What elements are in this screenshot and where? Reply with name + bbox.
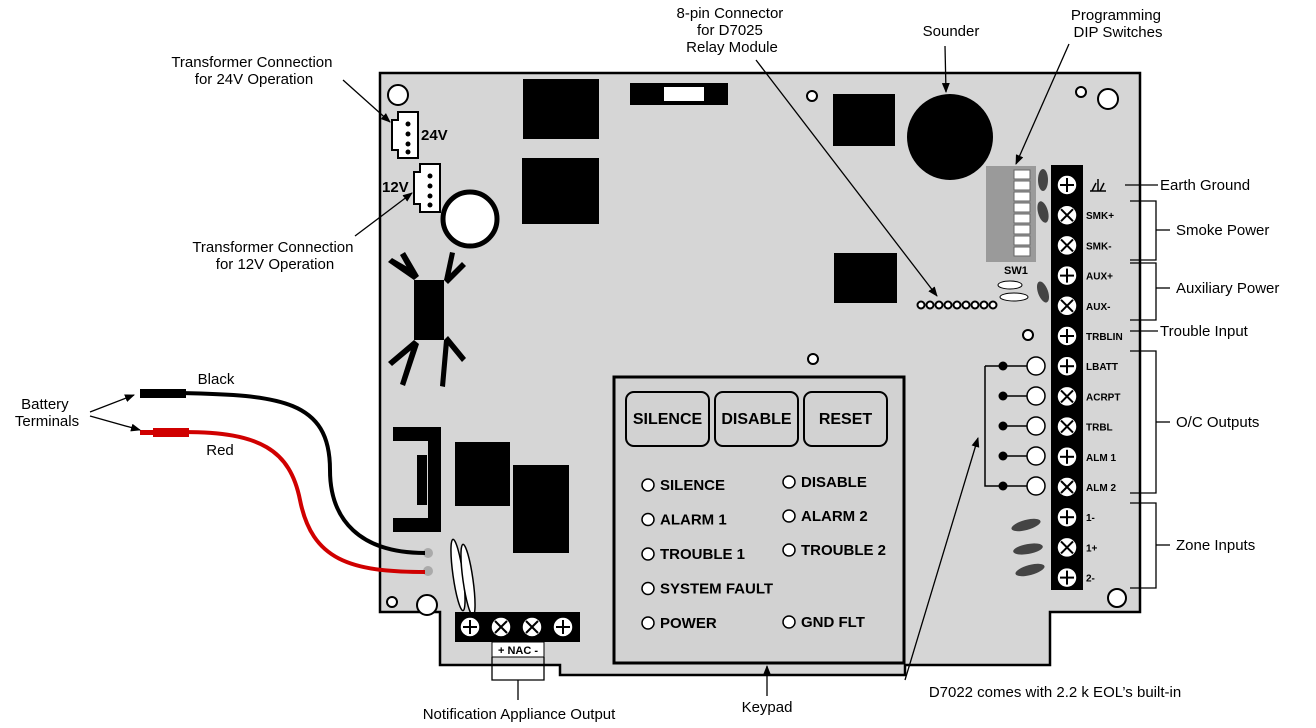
keypad-button-label: SILENCE <box>633 411 703 428</box>
terminal-label: LBATT <box>1086 362 1118 373</box>
label-12v: 12V <box>382 179 409 196</box>
callout-keypad: Keypad <box>742 699 793 716</box>
battery-clip-red <box>140 428 189 437</box>
terminal-aux-: AUX+ <box>1056 264 1113 287</box>
terminal-alm-2: ALM 2 <box>1056 476 1116 498</box>
nac-screw <box>521 616 543 638</box>
mounting-holes <box>386 84 1127 616</box>
terminal-trbl: TRBL <box>1056 415 1113 438</box>
led-alarm-1: ALARM 1 <box>641 512 727 529</box>
led-gnd-flt: GND FLT <box>782 614 865 631</box>
led-label: GND FLT <box>801 614 865 631</box>
led-alarm-2: ALARM 2 <box>782 508 868 525</box>
terminal-1-: 1+ <box>1056 536 1098 559</box>
terminal-label: AUX- <box>1086 302 1110 313</box>
terminal-acrpt: ACRPT <box>1056 385 1120 408</box>
nac-terminal-block <box>455 612 580 658</box>
terminal-alm-1: ALM 1 <box>1056 446 1116 468</box>
keypad-button-reset[interactable]: RESET <box>803 391 888 447</box>
capacitor <box>440 189 500 249</box>
terminal-label: ALM 1 <box>1086 453 1116 464</box>
callout-notification-output: Notification Appliance Output <box>423 706 616 723</box>
led-label: TROUBLE 1 <box>660 546 745 563</box>
led-silence: SILENCE <box>641 477 725 494</box>
keypad-button-label: DISABLE <box>721 411 792 428</box>
terminal-smk-: SMK+ <box>1056 204 1114 226</box>
led-label: ALARM 1 <box>660 512 727 529</box>
terminal-label: TRBLIN <box>1086 332 1123 343</box>
led-label: DISABLE <box>801 474 867 491</box>
callout-red-wire: Red <box>206 442 234 459</box>
connector-24v <box>391 111 419 159</box>
callout-sounder: Sounder <box>923 23 980 40</box>
callout-auxiliary-power: Auxiliary Power <box>1176 280 1279 297</box>
callout-zone-inputs: Zone Inputs <box>1176 537 1255 554</box>
terminal-label: 1+ <box>1086 543 1098 554</box>
callout-earth-ground: Earth Ground <box>1160 177 1250 194</box>
nac-screw <box>552 616 574 638</box>
sounder <box>907 94 993 180</box>
regulator-bracket <box>393 427 441 532</box>
terminal-aux-: AUX- <box>1056 295 1110 317</box>
led-label: SILENCE <box>660 477 725 494</box>
callout-dip-switches: Programming DIP Switches <box>1071 7 1165 41</box>
passive-components <box>1011 169 1050 577</box>
label-24v: 24V <box>421 127 448 144</box>
led-trouble-1: TROUBLE 1 <box>641 546 745 563</box>
terminal-label: 2- <box>1086 574 1095 585</box>
nac-screw <box>459 616 481 638</box>
led-trouble-2: TROUBLE 2 <box>782 542 886 559</box>
terminal-label: 1- <box>1086 513 1095 524</box>
dip-switch-block <box>986 166 1036 262</box>
led-system-fault: SYSTEM FAULT <box>641 581 773 598</box>
components-ic <box>455 79 897 553</box>
terminal-label: TRBL <box>1086 423 1113 434</box>
callout-lines <box>89 43 1170 700</box>
led-label: TROUBLE 2 <box>801 542 886 559</box>
earth-ground-icon <box>1090 179 1106 192</box>
resistors-small <box>997 280 1029 302</box>
led-power: POWER <box>641 615 717 632</box>
terminal-label: ALM 2 <box>1086 483 1116 494</box>
regulator-tab <box>417 455 427 505</box>
led-label: ALARM 2 <box>801 508 868 525</box>
callout-trouble-input: Trouble Input <box>1160 323 1249 340</box>
keypad-button-label: RESET <box>819 411 873 428</box>
nac-label: + NAC - <box>498 645 538 657</box>
oc-output-components <box>984 356 1046 496</box>
terminal-1-: 1- <box>1056 506 1095 528</box>
callout-battery-terminals: Battery Terminals <box>15 396 79 430</box>
terminal-label: SMK- <box>1086 241 1112 252</box>
fuse-window <box>664 87 704 101</box>
terminal-lbatt: LBATT <box>1056 355 1118 377</box>
terminal-trblin: TRBLIN <box>1056 325 1123 347</box>
battery-clip-black <box>140 389 186 398</box>
callout-transformer-24v: Transformer Connection for 24V Operation <box>171 54 336 88</box>
connector-8pin <box>916 300 998 310</box>
terminal-earth-ground <box>1056 174 1106 196</box>
terminal-label: AUX+ <box>1086 272 1113 283</box>
terminal-screws: SMK+ SMK- AUX+ AUX- TRBLIN LBATT ACRPT TRBL ALM … <box>1056 174 1123 589</box>
led-label: POWER <box>660 615 717 632</box>
callout-oc-outputs: O/C Outputs <box>1176 414 1259 431</box>
callout-eol-note: D7022 comes with 2.2 k EOL’s built-in <box>929 684 1181 701</box>
terminal-smk-: SMK- <box>1056 234 1112 257</box>
callout-smoke-power: Smoke Power <box>1176 222 1269 239</box>
callout-transformer-12v: Transformer Connection for 12V Operation <box>192 239 357 273</box>
callout-8pin-connector: 8-pin Connector for D7025 Relay Module <box>677 5 788 56</box>
heatsink <box>388 252 466 387</box>
battery-wires <box>179 391 426 574</box>
led-disable: DISABLE <box>782 474 867 491</box>
callout-black-wire: Black <box>198 371 235 388</box>
nac-screw <box>490 616 512 638</box>
terminal-label: ACRPT <box>1086 392 1120 403</box>
keypad-button-disable[interactable]: DISABLE <box>714 391 799 447</box>
keypad-button-silence[interactable]: SILENCE <box>625 391 710 447</box>
connector-12v <box>413 163 441 213</box>
terminal-label: SMK+ <box>1086 211 1114 222</box>
label-sw1: SW1 <box>1004 265 1028 277</box>
led-label: SYSTEM FAULT <box>660 581 773 598</box>
terminal-2-: 2- <box>1056 566 1095 589</box>
